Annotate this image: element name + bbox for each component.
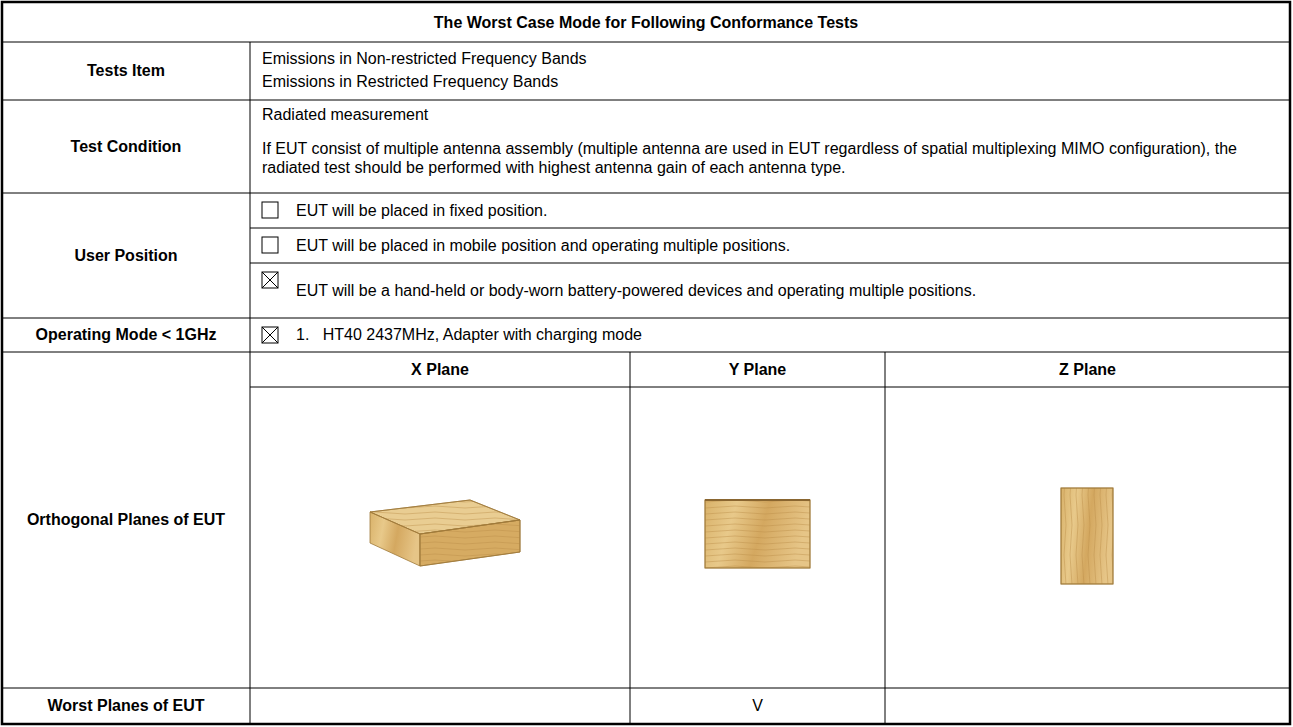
- row-header: Operating Mode < 1GHz: [4, 318, 248, 352]
- table-cell: EUT will be placed in fixed position.: [292, 193, 1282, 228]
- table-cell: EUT will be a hand-held or body-worn bat…: [292, 263, 1282, 318]
- table-cell: Emissions in Restricted Frequency Bands: [262, 72, 558, 91]
- row-header: Test Condition: [4, 100, 248, 193]
- column-header: Y Plane: [729, 360, 787, 379]
- table-cell: 1. HT40 2437MHz, Adapter with charging m…: [292, 318, 1282, 352]
- column-header: Z Plane: [887, 352, 1288, 387]
- column-header: Z Plane: [1059, 360, 1116, 379]
- column-header: X Plane: [411, 360, 469, 379]
- table-cell: V: [752, 696, 763, 715]
- table-title: The Worst Case Mode for Following Confor…: [434, 13, 858, 32]
- y-plane-block: [705, 500, 810, 568]
- row-header: Worst Planes of EUT: [47, 696, 204, 715]
- row-header: User Position: [4, 193, 248, 318]
- table-cell: Radiated measurement: [262, 105, 428, 124]
- row-header: Orthogonal Planes of EUT: [27, 510, 225, 529]
- z-plane-block: [1061, 488, 1113, 584]
- table-cell: If EUT consist of multiple antenna assem…: [262, 139, 1279, 177]
- table-cell: If EUT consist of multiple antenna assem…: [258, 126, 1283, 190]
- row-header: Tests Item: [87, 61, 165, 80]
- table-cell: EUT will be a hand-held or body-worn bat…: [296, 281, 976, 300]
- table-cell: EUT will be placed in mobile position an…: [292, 228, 1282, 263]
- table-cell: EUT will be placed in fixed position.: [296, 201, 547, 220]
- row-header: User Position: [74, 246, 177, 265]
- column-header: X Plane: [252, 352, 628, 387]
- table-cell: EUT will be placed in mobile position an…: [296, 236, 790, 255]
- table-cell: Emissions in Restricted Frequency Bands: [258, 70, 1283, 94]
- table-cell: V: [632, 688, 883, 724]
- checkboxes: [262, 202, 278, 343]
- table-cell: Emissions in Non-restricted Frequency Ba…: [262, 49, 587, 68]
- row-header: Orthogonal Planes of EUT: [4, 352, 248, 688]
- column-header: Y Plane: [632, 352, 883, 387]
- row-header: Test Condition: [71, 137, 182, 156]
- table-cell: 1. HT40 2437MHz, Adapter with charging m…: [296, 325, 642, 344]
- table-cell: Emissions in Non-restricted Frequency Ba…: [258, 48, 1283, 70]
- row-header: Tests Item: [4, 42, 248, 100]
- table-title: The Worst Case Mode for Following Confor…: [4, 4, 1288, 42]
- row-header: Worst Planes of EUT: [4, 688, 248, 724]
- x-plane-block: [370, 500, 520, 566]
- row-header: Operating Mode < 1GHz: [36, 325, 217, 344]
- table-cell: Radiated measurement: [258, 104, 1283, 126]
